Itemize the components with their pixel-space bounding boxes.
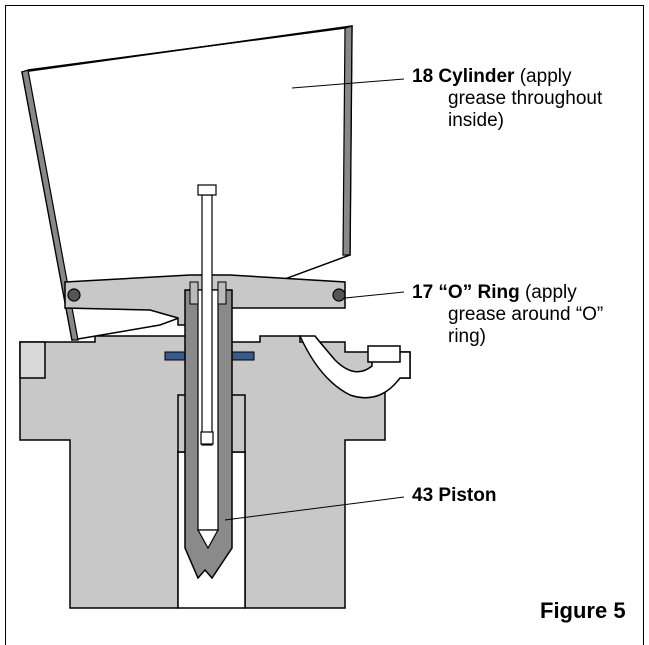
o-ring-name: “O” Ring xyxy=(438,282,520,303)
figure-frame xyxy=(5,5,644,645)
seal-right xyxy=(231,351,255,361)
o-ring-note-1: (apply xyxy=(524,282,577,303)
cylinder-note-2: grease throughout xyxy=(448,88,603,109)
o-ring-note-2: grease around “O” xyxy=(448,304,604,325)
seal-left xyxy=(164,351,188,361)
cylinder-number: 18 xyxy=(412,66,434,87)
o-ring-right xyxy=(332,288,346,302)
outlet-nozzle xyxy=(367,345,401,363)
leader-cylinder xyxy=(291,78,405,89)
leader-o-ring xyxy=(344,291,405,299)
piston-callout: 43 Piston xyxy=(412,485,497,506)
outlet-pipe xyxy=(298,335,411,399)
o-ring-note-3: ring) xyxy=(448,326,487,347)
thread-right xyxy=(217,281,227,305)
cylinder-note-3: inside) xyxy=(448,110,504,131)
thread-left xyxy=(189,281,199,305)
cylinder-name: Cylinder xyxy=(438,66,515,87)
valve-cap xyxy=(197,184,217,196)
o-ring-left xyxy=(67,288,81,302)
cylinder-callout: 18 Cylinder (apply grease throughout ins… xyxy=(412,66,637,132)
cylinder-note-1: (apply xyxy=(519,66,572,87)
valve-stem-base xyxy=(200,431,214,445)
o-ring-callout: 17 “O” Ring (apply grease around “O” rin… xyxy=(412,282,637,348)
figure-label: Figure 5 xyxy=(540,598,626,623)
cylinder xyxy=(21,25,353,341)
base-left-flange xyxy=(19,341,46,379)
leader-piston xyxy=(224,496,405,521)
o-ring-number: 17 xyxy=(412,282,434,303)
valve-stem xyxy=(201,194,213,446)
piston-tip xyxy=(196,529,220,550)
